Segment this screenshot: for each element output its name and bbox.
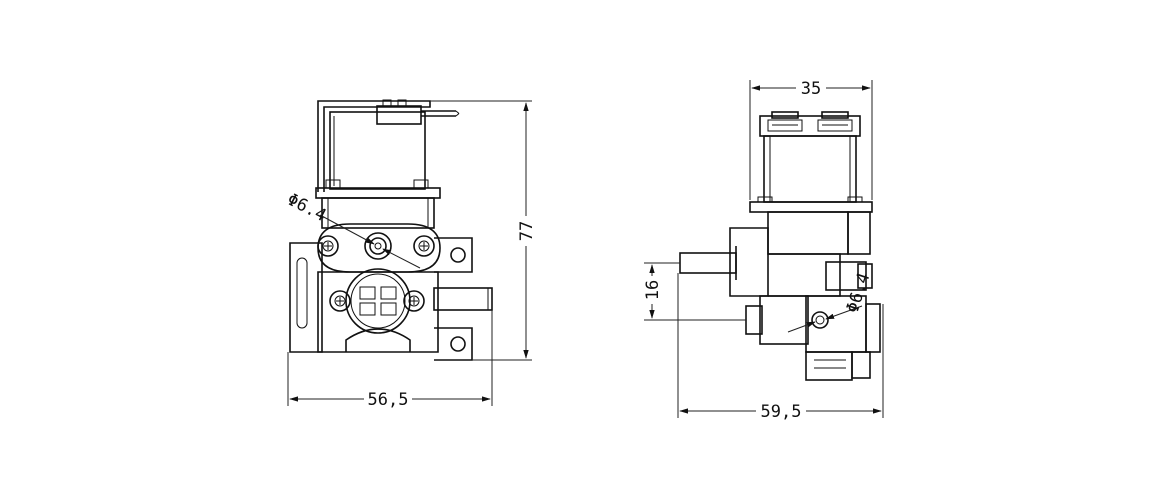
side-width-dimension: 59,5 xyxy=(761,402,802,422)
side-coil-width-dimension: 35 xyxy=(801,79,821,99)
front-height-dimension: 77 xyxy=(517,221,537,241)
side-outlet-diameter: Φ6.4 xyxy=(843,270,875,315)
side-inlet-offset-dimension: 16 xyxy=(643,280,663,300)
front-outlet-diameter: Φ6.4 xyxy=(284,190,330,226)
side-view xyxy=(644,80,884,418)
front-view xyxy=(287,99,532,406)
front-width-dimension: 56,5 xyxy=(368,390,409,410)
